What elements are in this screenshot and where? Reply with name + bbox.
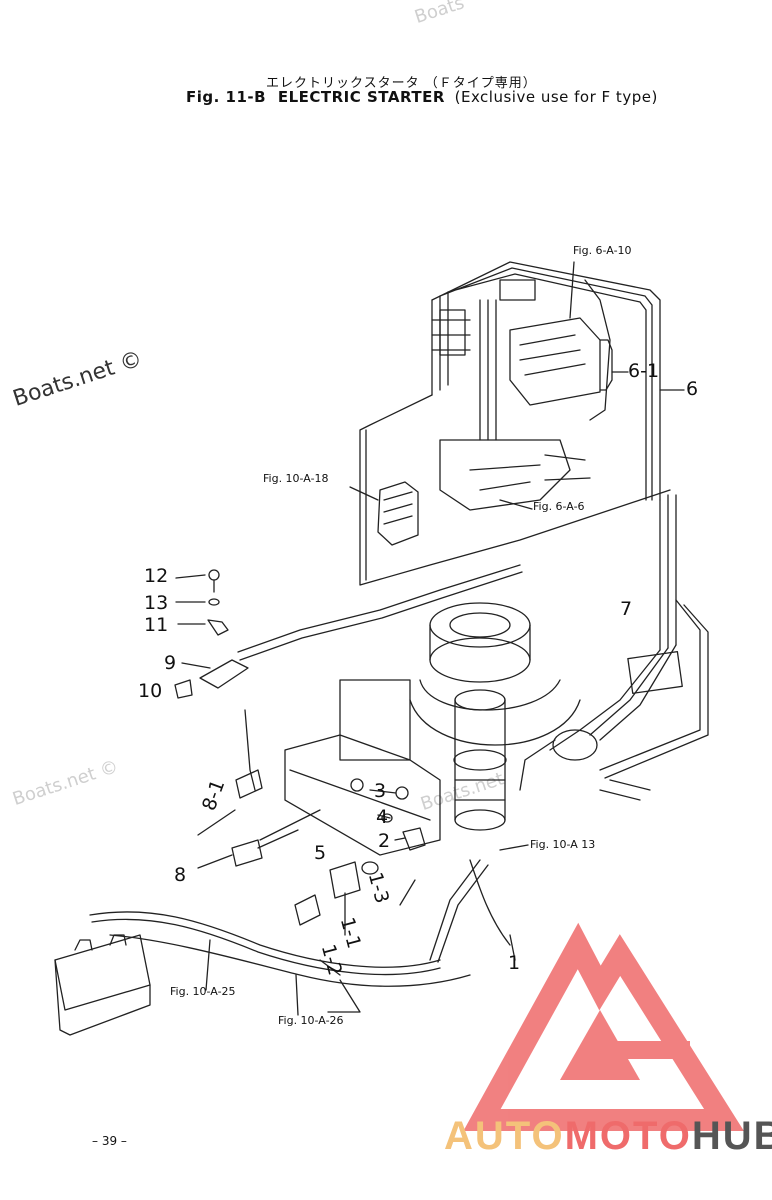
ref-fig-10-a-18: Fig. 10-A-18 bbox=[263, 472, 329, 485]
callout-10: 10 bbox=[138, 680, 163, 702]
callout-1: 1 bbox=[508, 952, 521, 974]
figure-number: Fig. 11-B bbox=[186, 88, 267, 106]
page-title: Fig. 11-B ELECTRIC STARTER (Exclusive us… bbox=[186, 88, 658, 106]
page-number: – 39 – bbox=[92, 1134, 127, 1148]
callout-4: 4 bbox=[376, 806, 389, 828]
callout-11: 11 bbox=[144, 614, 169, 636]
ref-fig-10-a-26: Fig. 10-A-26 bbox=[278, 1014, 344, 1027]
logo-auto: AUTO bbox=[444, 1114, 565, 1158]
subtitle-japanese: エレクトリックスタータ （Ｆタイプ専用） bbox=[266, 76, 537, 91]
figure-title: ELECTRIC STARTER bbox=[277, 88, 445, 106]
figure-title-suffix: (Exclusive use for F type) bbox=[454, 88, 658, 106]
logo-wordmark: AUTOMOTOHUB bbox=[444, 1114, 772, 1159]
callout-12: 12 bbox=[144, 565, 169, 587]
callout-13: 13 bbox=[144, 592, 169, 614]
callout-8: 8 bbox=[174, 864, 187, 886]
logo-hub: HUB bbox=[691, 1114, 772, 1158]
callout-7: 7 bbox=[620, 598, 633, 620]
callout-3: 3 bbox=[374, 780, 387, 802]
callout-6-1: 6-1 bbox=[628, 360, 660, 382]
ref-fig-10-a-13: Fig. 10-A 13 bbox=[530, 838, 596, 851]
ref-fig-6-a-6: Fig. 6-A-6 bbox=[533, 500, 585, 513]
callout-5: 5 bbox=[314, 842, 327, 864]
callout-6: 6 bbox=[686, 378, 699, 400]
callout-9: 9 bbox=[164, 652, 177, 674]
logo-moto: MOTO bbox=[564, 1114, 692, 1158]
ref-fig-6-a-10: Fig. 6-A-10 bbox=[573, 244, 632, 257]
callout-2: 2 bbox=[378, 830, 391, 852]
ref-fig-10-a-25: Fig. 10-A-25 bbox=[170, 985, 236, 998]
